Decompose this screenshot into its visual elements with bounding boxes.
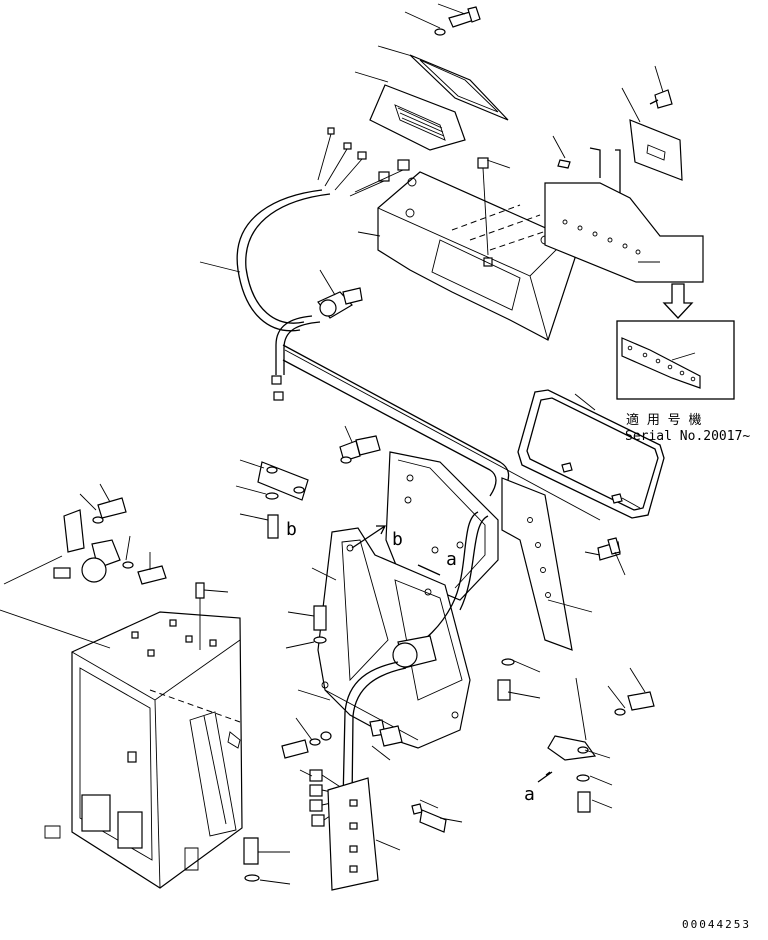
bracket-b-left [235, 425, 381, 539]
upper-housing [357, 157, 576, 341]
support-arm [501, 477, 593, 651]
view-marker-a-upper: a [446, 549, 457, 570]
clamp-plate [327, 777, 463, 891]
view-arrow-a [417, 564, 441, 576]
view-marker-a-lower: a [524, 784, 535, 805]
cabinet [0, 582, 243, 889]
down-arrow [662, 283, 694, 319]
detail-box [616, 320, 735, 400]
frame-cable [299, 511, 489, 827]
cable-plug [271, 269, 363, 401]
solenoid-bracket [3, 483, 167, 585]
bracket-b-right [385, 451, 499, 601]
seal-loop [517, 389, 665, 519]
bracket-a [537, 667, 655, 813]
wire-harness-connectors [199, 127, 410, 332]
view-marker-b-center: b [392, 529, 403, 550]
drawing-number: 00044253 [682, 918, 751, 931]
bottom-bolt [243, 837, 291, 885]
view-arrow-b [351, 525, 387, 549]
switch-panel-box [354, 71, 466, 151]
applicable-machines-label: 適 用 号 機 [626, 412, 701, 428]
hole-plate [544, 182, 704, 283]
top-bolt [404, 3, 481, 36]
serial-number-label: Serial No.20017~ [625, 429, 750, 444]
frame-stand [297, 527, 471, 749]
cover-plate [377, 45, 509, 121]
frame-bolts [281, 537, 626, 761]
knob-bracket [552, 65, 683, 206]
view-marker-b-left: b [286, 519, 297, 540]
